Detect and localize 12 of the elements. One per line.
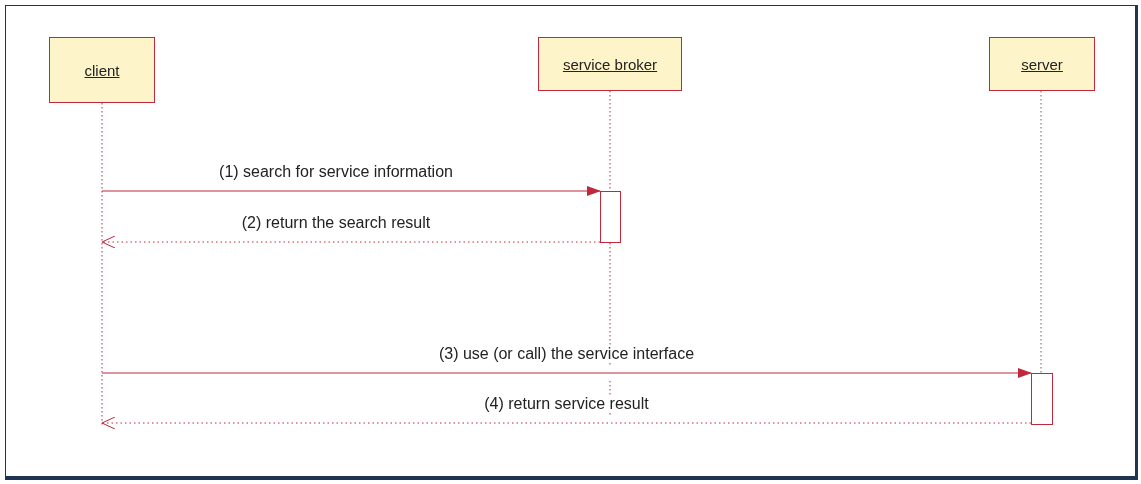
message-label: (4) return service result bbox=[482, 395, 651, 413]
message-label: (2) return the search result bbox=[239, 214, 433, 232]
activation-bar bbox=[1031, 373, 1053, 425]
message-arrow bbox=[101, 186, 601, 196]
return-message-arrow bbox=[101, 416, 1032, 430]
message-arrow bbox=[101, 368, 1032, 378]
activation-bar bbox=[600, 191, 621, 243]
message-label: (1) search for service information bbox=[217, 163, 455, 181]
participant-name: service broker bbox=[562, 55, 658, 73]
return-message-arrow bbox=[101, 235, 601, 249]
participant-name: server bbox=[1021, 55, 1063, 73]
participant-name: client bbox=[84, 61, 120, 79]
